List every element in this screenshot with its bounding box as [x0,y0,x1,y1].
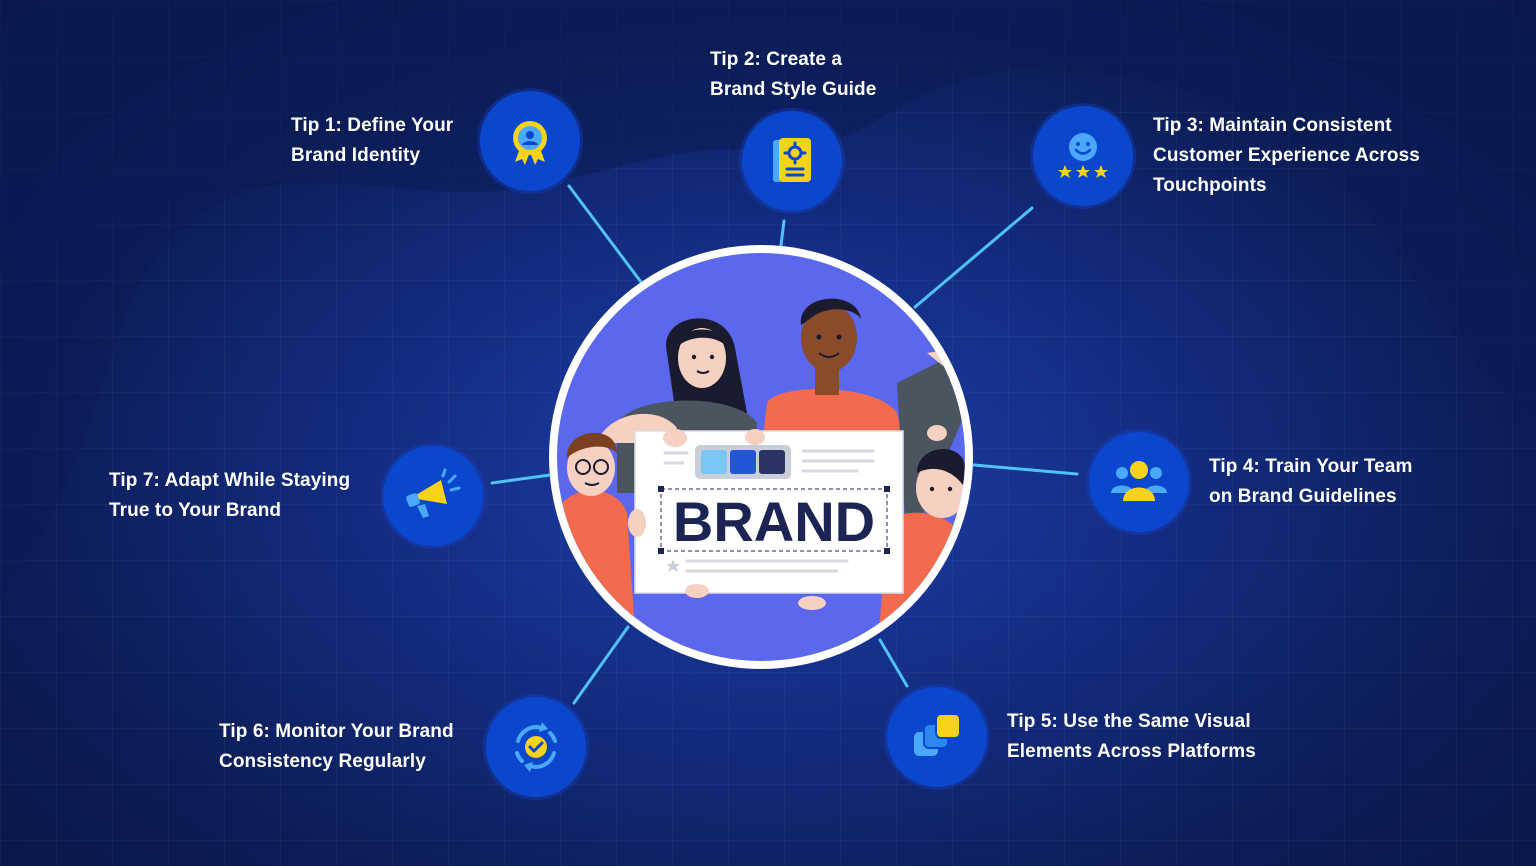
connector-tip4 [972,463,1079,476]
hero-illustration-ring: BRAND [549,245,973,669]
tip7-line2: True to Your Brand [109,500,282,521]
tip1-label: Tip 1: Define Your Brand Identity [291,111,453,171]
people-holding-brand-sign: BRAND [557,298,965,661]
tip5-label: Tip 5: Use the Same Visual Elements Acro… [1007,707,1256,767]
tip3-line3: Touchpoints [1153,175,1267,196]
connector-tip3 [913,206,1034,309]
tip3-line2: Customer Experience Across [1153,145,1420,166]
tip7-icon-circle [383,446,483,546]
tip2-label: Tip 2: Create a Brand Style Guide [710,45,876,105]
tip6-label: Tip 6: Monitor Your Brand Consistency Re… [219,717,454,777]
tip4-line2: on Brand Guidelines [1209,486,1397,507]
brand-sign-text: BRAND [673,490,875,553]
tip7-line1: Tip 7: Adapt While Staying [109,470,351,491]
tip4-label: Tip 4: Train Your Team on Brand Guidelin… [1209,452,1413,512]
tip2-line1: Tip 2: Create a [710,49,843,70]
tip1-line1: Tip 1: Define Your [291,115,454,136]
tip3-icon-circle [1033,106,1133,206]
tip6-icon-circle [486,697,586,797]
layers-icon [914,713,961,756]
tip4-line1: Tip 4: Train Your Team [1209,456,1413,477]
tip2-icon-circle [742,111,842,211]
style-guide-book-icon [773,138,811,182]
tip7-label: Tip 7: Adapt While Staying True to Your … [109,466,350,526]
brand-sign: BRAND [634,430,904,594]
tip3-line1: Tip 3: Maintain Consistent [1153,115,1392,136]
tip3-label: Tip 3: Maintain Consistent Customer Expe… [1153,111,1420,201]
tip4-icon-circle [1089,432,1189,532]
connector-tip7 [490,473,552,485]
connector-tip2 [779,219,786,247]
tip6-line2: Consistency Regularly [219,751,426,772]
tip5-line1: Tip 5: Use the Same Visual [1007,711,1251,732]
team-group-icon [1111,461,1167,501]
refresh-check-icon [515,722,557,772]
tip5-line2: Elements Across Platforms [1007,741,1256,762]
tip6-line1: Tip 6: Monitor Your Brand [219,721,454,742]
connector-tip1 [567,184,643,284]
hero-illustration: BRAND [557,253,965,661]
connector-tip6 [572,625,630,705]
smiley-rating-icon [1058,133,1108,178]
tip5-icon-circle [887,687,987,787]
award-badge-icon [513,121,547,165]
tip2-line2: Brand Style Guide [710,79,877,100]
tip1-line2: Brand Identity [291,145,421,166]
tip1-icon-circle [480,91,580,191]
megaphone-icon [406,468,461,518]
connector-tip5 [878,638,909,688]
